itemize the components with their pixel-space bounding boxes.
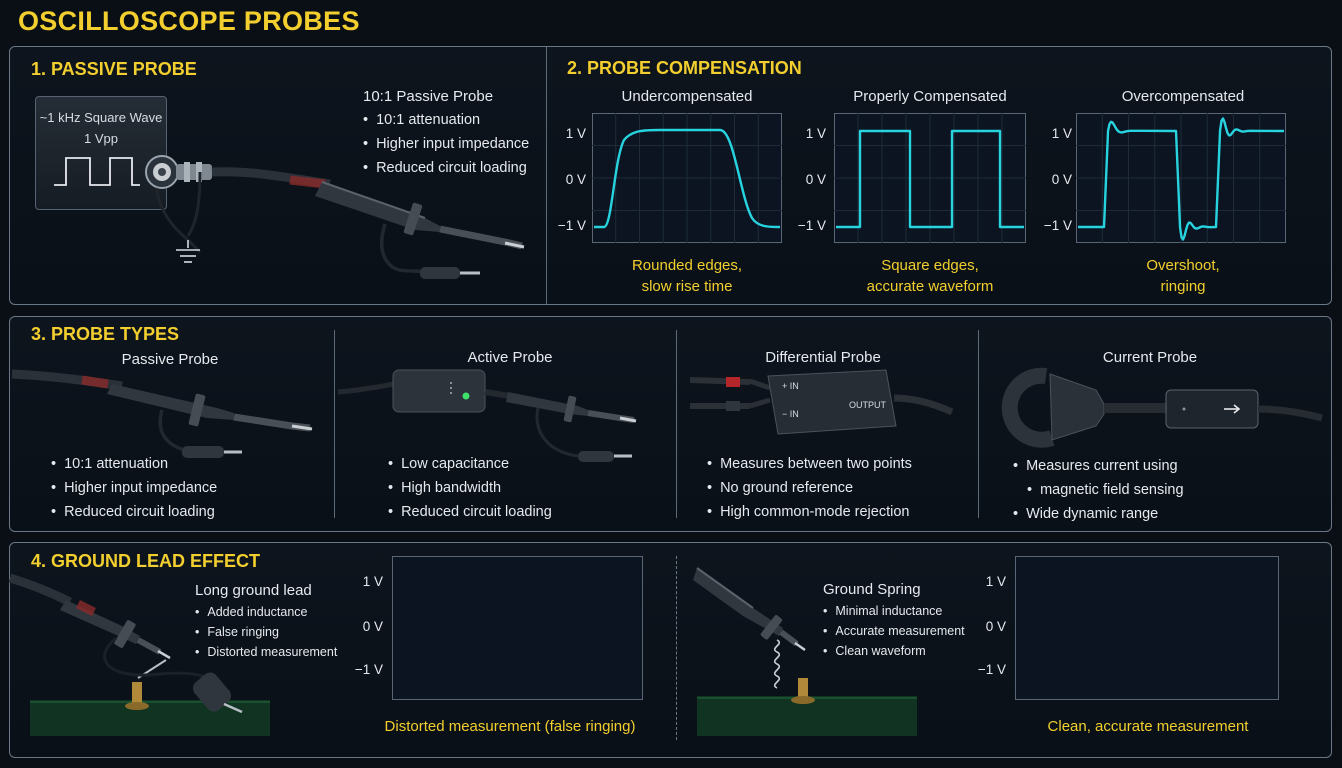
spring-title: Ground Spring xyxy=(823,581,921,598)
list-item: Low capacitance xyxy=(388,452,552,476)
gl-spring-ytick-1: 1 V xyxy=(985,574,1006,589)
comp-over-ytick-1: 1 V xyxy=(1051,126,1072,141)
active-type-bullets: Low capacitance High bandwidth Reduced c… xyxy=(388,452,552,524)
spring-bullets: Minimal inductance Accurate measurement … xyxy=(823,601,965,661)
gl-spring-ytick-m1: −1 V xyxy=(977,662,1006,677)
compensation-heading: 2. PROBE COMPENSATION xyxy=(567,58,802,78)
type-name-differential: Differential Probe xyxy=(765,349,881,366)
comp-under-ytick-0: 0 V xyxy=(565,172,586,187)
list-item: Reduced circuit loading xyxy=(51,500,217,524)
comp-under-ytick-1: 1 V xyxy=(565,126,586,141)
long-lead-title: Long ground lead xyxy=(195,582,312,599)
probe-types-heading: 3. PROBE TYPES xyxy=(31,324,180,344)
diff-in-plus-label: + IN xyxy=(782,381,799,391)
passive-type-bullets: 10:1 attenuation Higher input impedance … xyxy=(51,452,217,524)
long-ground-lead-probe-icon xyxy=(8,573,270,736)
type-name-active: Active Probe xyxy=(467,349,553,366)
list-item: False ringing xyxy=(195,622,337,642)
gl-long-ytick-m1: −1 V xyxy=(354,662,383,677)
types-divider-2 xyxy=(676,330,677,518)
list-item: Distorted measurement xyxy=(195,642,337,662)
active-probe-icon xyxy=(337,369,637,462)
comp-caption-over: Overshoot,ringing xyxy=(1146,257,1220,295)
waveform-proper xyxy=(836,129,1024,229)
list-item: High bandwidth xyxy=(388,476,552,500)
diff-output-label: OUTPUT xyxy=(849,400,886,410)
gl-long-ytick-1: 1 V xyxy=(362,574,383,589)
list-item: No ground reference xyxy=(707,476,912,500)
list-item: magnetic field sensing xyxy=(1013,478,1183,502)
comp-caption-proper: Square edges,accurate waveform xyxy=(866,257,994,295)
list-item: Accurate measurement xyxy=(823,621,964,641)
type-name-passive: Passive Probe xyxy=(121,351,219,368)
types-divider-1 xyxy=(334,330,335,518)
types-divider-3 xyxy=(978,330,979,518)
list-item: Added inductance xyxy=(195,602,337,622)
list-item: Higher input impedance xyxy=(51,476,217,500)
type-name-current: Current Probe xyxy=(1102,349,1198,366)
comp-caption-under: Rounded edges,slow rise time xyxy=(631,257,743,295)
ground-lead-dashed-divider xyxy=(676,556,677,740)
comp-title-over: Overcompensated xyxy=(1121,88,1245,105)
comp-title-under: Undercompensated xyxy=(621,88,753,105)
list-item: Measures current using xyxy=(1013,454,1184,478)
function-generator xyxy=(35,96,167,210)
panel-top-divider xyxy=(546,47,547,304)
scope-ground-spring xyxy=(1015,556,1279,700)
gl-spring-ytick-0: 0 V xyxy=(985,619,1006,634)
list-item: 10:1 attenuation xyxy=(363,108,529,132)
waveform-overcompensated xyxy=(1078,117,1285,241)
comp-under-ytick-m1: −1 V xyxy=(557,218,586,233)
generator-frequency: ~1 kHz Square Wave xyxy=(39,110,163,125)
passive-probe-bullets: 10:1 attenuation Higher input impedance … xyxy=(363,108,529,180)
generator-amplitude: 1 Vpp xyxy=(84,131,118,146)
passive-probe-illustration xyxy=(145,155,525,279)
gl-long-ytick-0: 0 V xyxy=(362,619,383,634)
passive-probe-info-title: 10:1 Passive Probe xyxy=(363,88,494,105)
differential-type-bullets: Measures between two points No ground re… xyxy=(707,452,912,524)
spring-caption: Clean, accurate measurement xyxy=(1047,718,1249,735)
generator-square-wave-icon xyxy=(54,157,140,186)
ground-lead-heading: 4. GROUND LEAD EFFECT xyxy=(31,551,261,571)
page-title: OSCILLOSCOPE PROBES xyxy=(18,6,360,36)
list-item: Clean waveform xyxy=(823,641,965,661)
ground-spring-probe-icon xyxy=(693,567,917,736)
list-item: Reduced circuit loading xyxy=(363,156,529,180)
comp-proper-ytick-m1: −1 V xyxy=(797,218,826,233)
long-lead-caption: Distorted measurement (false ringing) xyxy=(384,718,636,735)
list-item: 10:1 attenuation xyxy=(51,452,217,476)
comp-over-ytick-0: 0 V xyxy=(1051,172,1072,187)
diff-in-minus-label: − IN xyxy=(782,409,799,419)
long-lead-bullets: Added inductance False ringing Distorted… xyxy=(195,602,337,662)
comp-proper-ytick-0: 0 V xyxy=(805,172,826,187)
list-item: Reduced circuit loading xyxy=(388,500,552,524)
list-item: Wide dynamic range xyxy=(1013,502,1184,526)
passive-probe-heading: 1. PASSIVE PROBE xyxy=(31,59,197,79)
scope-long-lead xyxy=(392,556,643,700)
comp-over-ytick-m1: −1 V xyxy=(1043,218,1072,233)
list-item: Higher input impedance xyxy=(363,132,529,156)
differential-probe-icon xyxy=(689,369,954,435)
comp-title-proper: Properly Compensated xyxy=(853,88,1007,105)
list-item: Measures between two points xyxy=(707,452,912,476)
waveform-undercompensated xyxy=(594,128,781,229)
list-item: High common-mode rejection xyxy=(707,500,912,524)
current-type-bullets: Measures current using magnetic field se… xyxy=(1013,454,1184,526)
comp-proper-ytick-1: 1 V xyxy=(805,126,826,141)
list-item: Minimal inductance xyxy=(823,601,965,621)
current-probe-icon xyxy=(1001,367,1323,448)
